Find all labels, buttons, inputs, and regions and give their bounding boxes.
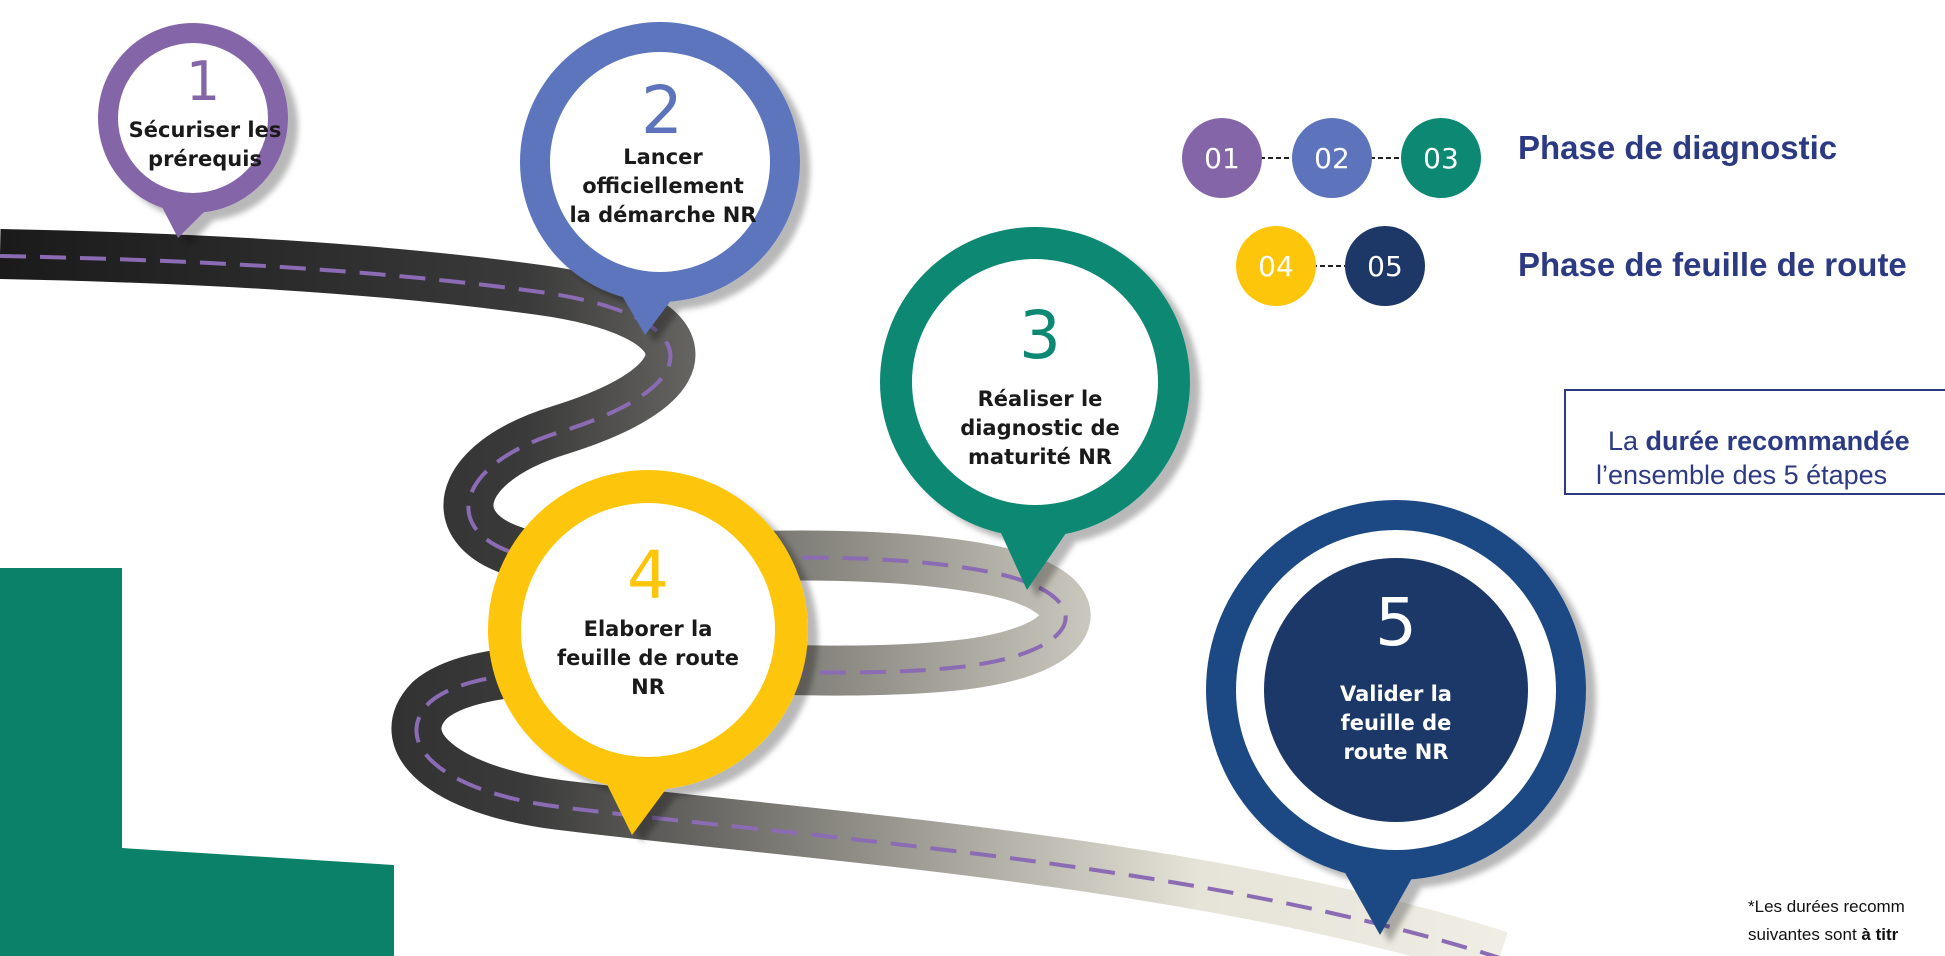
step-5-number: 5 [1375, 584, 1417, 661]
legend-circle-03 [1401, 118, 1481, 198]
step-5-label: Valider la feuille de route NR [1340, 682, 1452, 764]
legend-diagnostic: 01 02 03 Phase de diagnostic [1182, 118, 1837, 198]
footnote-line-2-bold: à titr [1861, 925, 1898, 944]
step-5-pin [1206, 500, 1586, 935]
step-1-label-line-2: prérequis [148, 147, 262, 171]
footnote-line-2-prefix: suivantes sont [1748, 925, 1861, 944]
legend-circle-02-text: 02 [1314, 142, 1350, 175]
step-2-number: 2 [641, 72, 683, 149]
step-4-label-line-3: NR [631, 675, 665, 699]
step-1-label: Sécuriser les prérequis [129, 118, 282, 171]
legend-circle-05-text: 05 [1367, 250, 1403, 283]
step-2-label-line-3: la démarche NR [569, 203, 756, 227]
step-2-label-line-1: Lancer [623, 145, 703, 169]
duration-line-2: l’ensemble des 5 étapes [1596, 460, 1887, 490]
step-3-label: Réaliser le diagnostic de maturité NR [960, 387, 1120, 469]
duration-box: La durée recommandée l’ensemble des 5 ét… [1564, 389, 1945, 495]
step-3-number: 3 [1019, 297, 1061, 374]
step-4-number: 4 [627, 537, 669, 614]
step-4-pin [488, 470, 808, 835]
legend-circle-03-text: 03 [1423, 142, 1459, 175]
legend-circle-04-text: 04 [1258, 250, 1294, 283]
footnote-line-1: *Les durées recomm [1748, 897, 1905, 916]
step-2-pin [520, 22, 800, 335]
duration-line-1: La durée recommandée [1608, 426, 1910, 456]
legend-circle-02 [1292, 118, 1372, 198]
step-4-label-line-2: feuille de route [557, 646, 739, 670]
step-5-label-line-2: feuille de [1341, 711, 1452, 735]
step-3-label-line-2: diagnostic de [960, 416, 1120, 440]
step-2-label: Lancer officiellement la démarche NR [569, 145, 756, 227]
step-3-label-line-3: maturité NR [968, 445, 1112, 469]
legend-circle-05 [1345, 226, 1425, 306]
step-5-label-line-1: Valider la [1340, 682, 1452, 706]
legend-diagnostic-label: Phase de diagnostic [1518, 129, 1837, 166]
legend-circle-04 [1236, 226, 1316, 306]
legend-circle-01-text: 01 [1204, 142, 1240, 175]
step-3-pin [880, 227, 1190, 590]
footnote: *Les durées recomm suivantes sont à titr [1748, 897, 1905, 944]
green-block-decoration [0, 568, 394, 956]
legend-circle-01 [1182, 118, 1262, 198]
step-1-label-line-1: Sécuriser les [129, 118, 282, 142]
road [0, 229, 1508, 956]
duration-line-1-bold: durée recommandée [1646, 426, 1910, 456]
step-3-label-line-1: Réaliser le [978, 387, 1103, 411]
step-5-label-line-3: route NR [1343, 740, 1448, 764]
step-1-number: 1 [186, 50, 220, 113]
duration-line-1-prefix: La [1608, 426, 1646, 456]
step-4-label-line-1: Elaborer la [584, 617, 713, 641]
legend-roadmap-label: Phase de feuille de route [1518, 246, 1907, 283]
legend-roadmap: 04 05 Phase de feuille de route [1236, 226, 1907, 306]
footnote-line-2: suivantes sont à titr [1748, 925, 1899, 944]
step-1-pin [98, 23, 288, 238]
step-2-label-line-2: officiellement [582, 174, 744, 198]
